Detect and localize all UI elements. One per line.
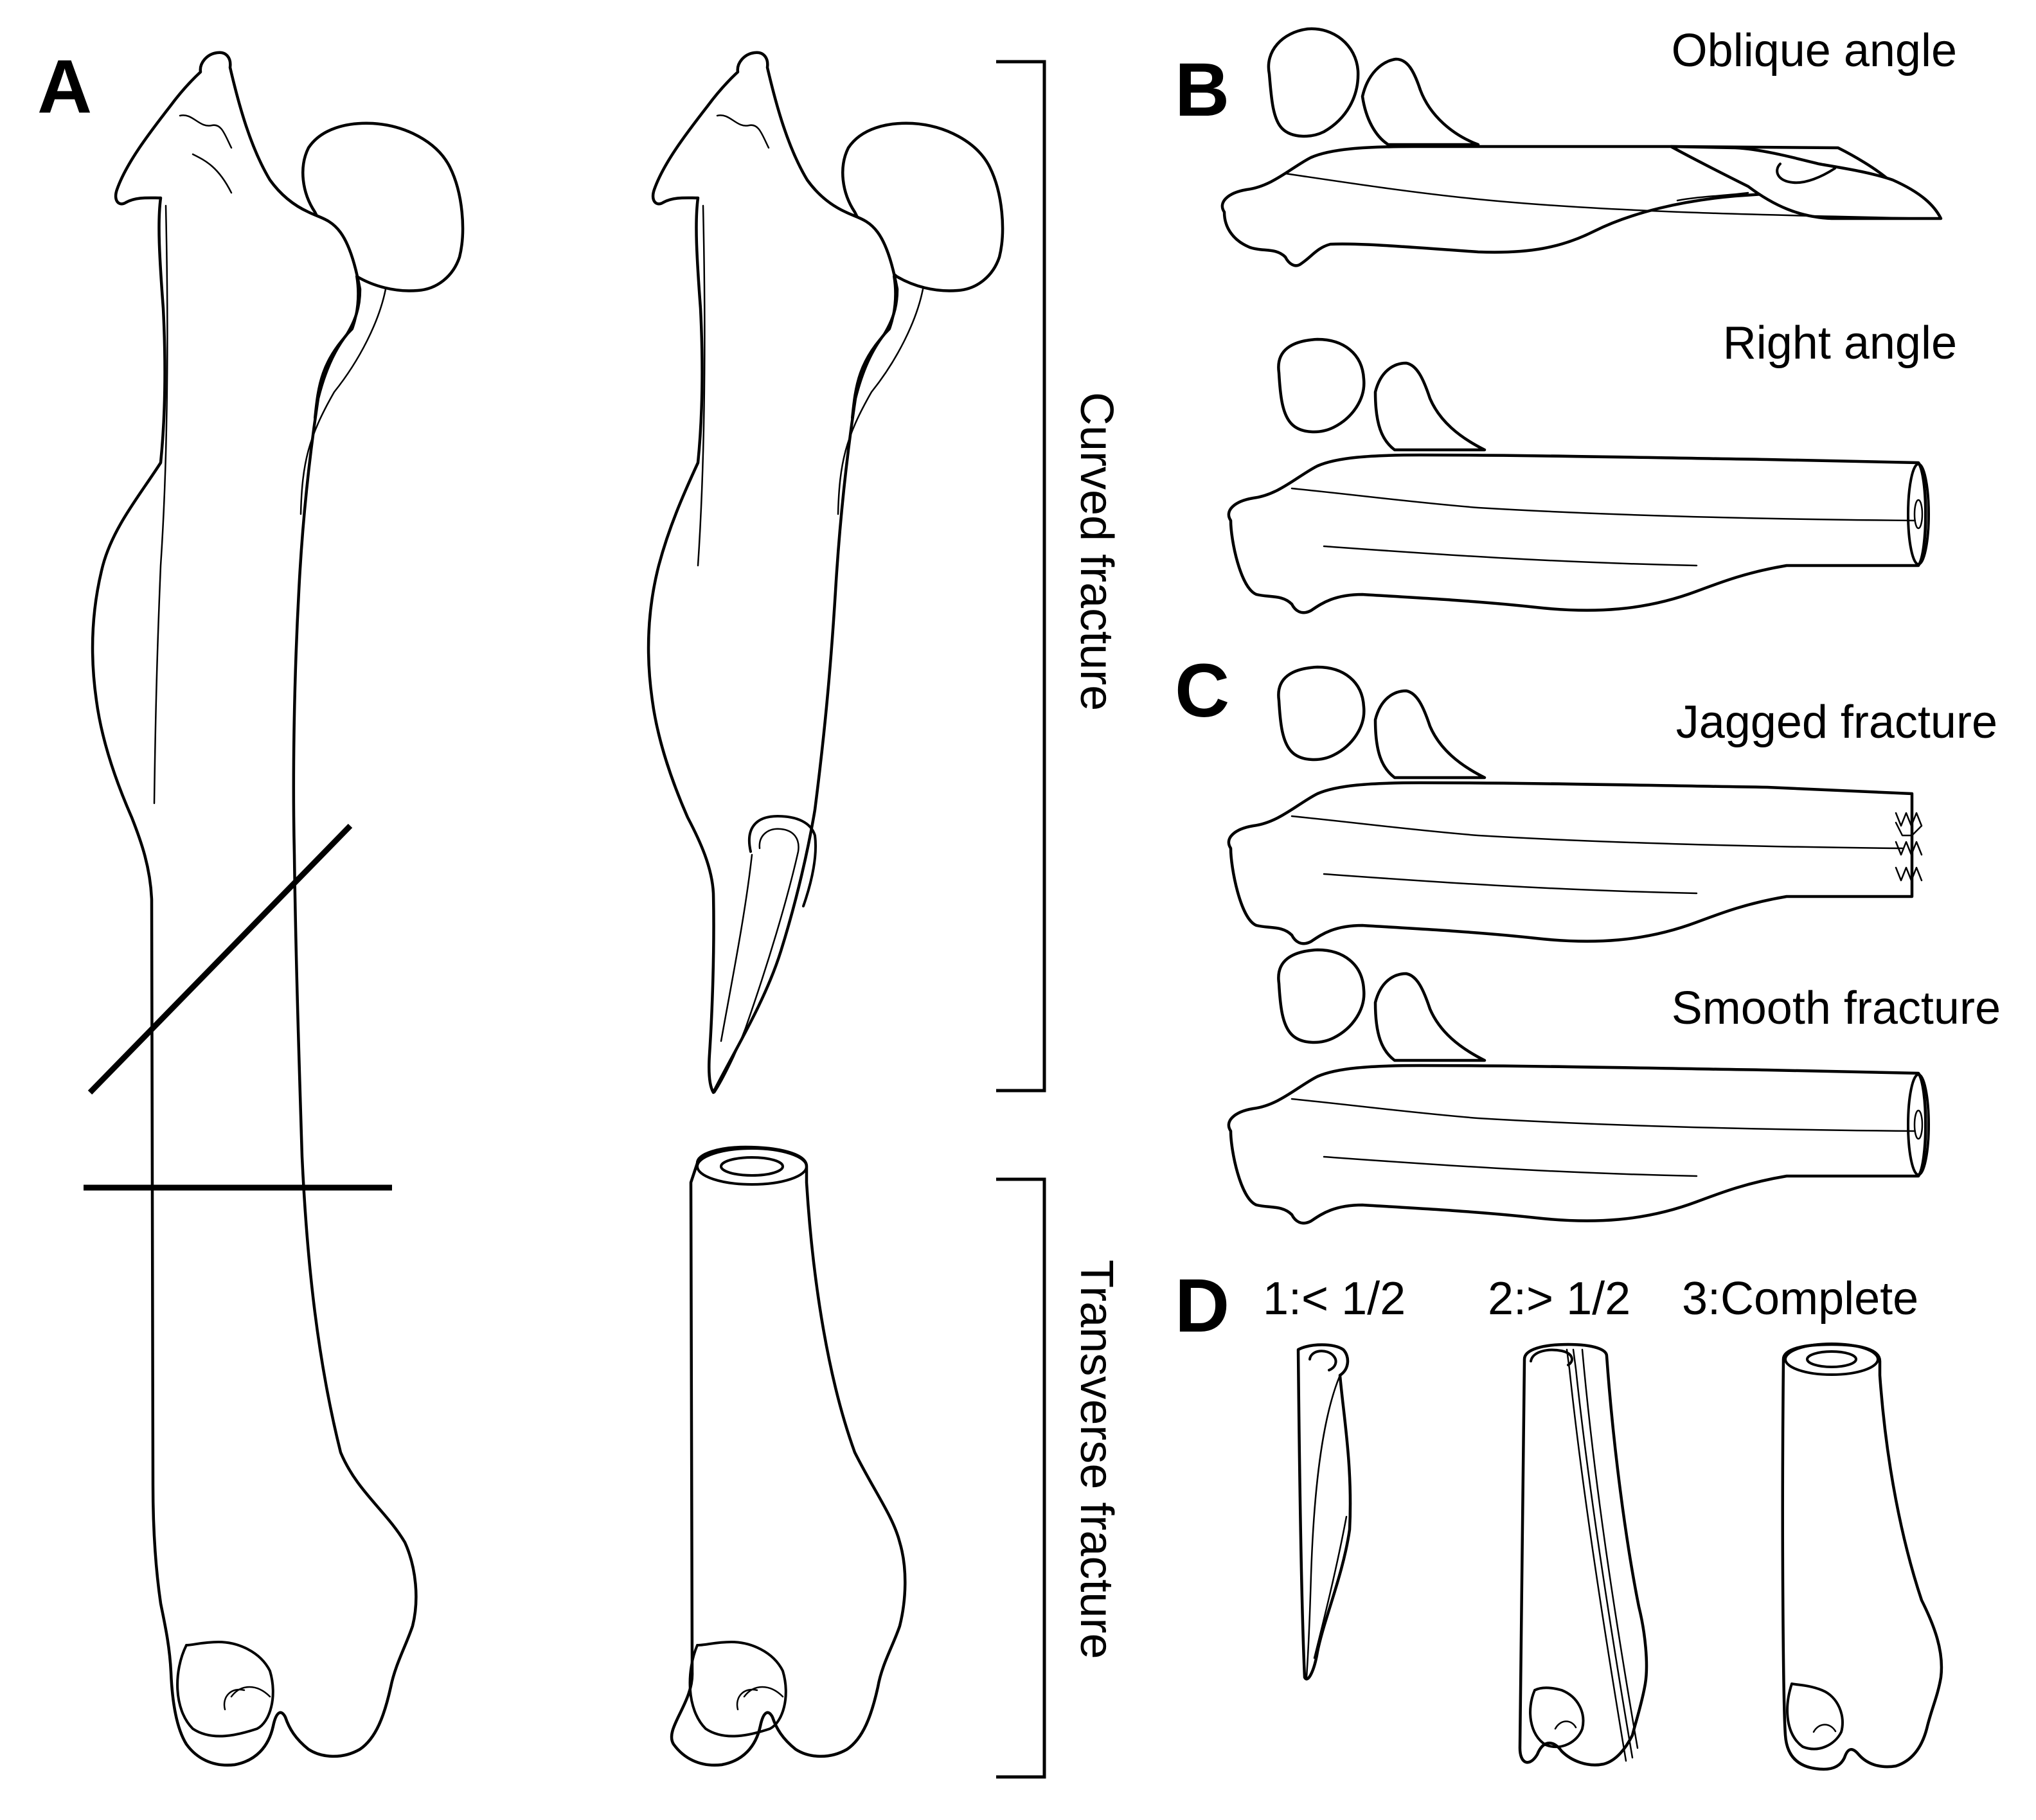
humerus-a-left [91,51,465,1767]
d1-partial-fragment [1296,1343,1352,1681]
d3-complete-fragment [1781,1343,1943,1771]
d-label-3: 3:Complete [1682,1273,1918,1325]
right-angle-label: Right angle [1723,317,1957,369]
d-label-2: 2:> 1/2 [1488,1273,1630,1325]
transverse-fracture-label: Transverse fracture [1071,1260,1122,1659]
d2-partial-fragment [1518,1343,1648,1767]
panel-b-letter: B [1175,48,1229,132]
transverse-fracture-bracket [996,1177,1046,1779]
right-angle-bone [1227,337,1930,614]
humerus-transverse-fracture-fragment [670,1145,907,1767]
oblique-angle-bone [1220,27,1943,267]
curved-fracture-bracket [996,60,1046,1093]
jagged-fracture-label: Jagged fracture [1676,697,1997,748]
panel-c-letter: C [1175,648,1229,733]
smooth-fracture-label: Smooth fracture [1672,983,2001,1034]
jagged-fracture-bone [1227,665,1923,945]
oblique-angle-label: Oblique angle [1672,25,1957,76]
d-label-1: 1:< 1/2 [1263,1273,1406,1325]
panel-a-letter: A [37,44,92,129]
smooth-fracture-bone [1227,948,1930,1225]
curved-fracture-label: Curved fracture [1071,392,1122,711]
humerus-curved-fracture-fragment [647,51,1005,1094]
panel-d-letter: D [1175,1263,1229,1348]
oblique-fracture-line [87,823,353,1095]
